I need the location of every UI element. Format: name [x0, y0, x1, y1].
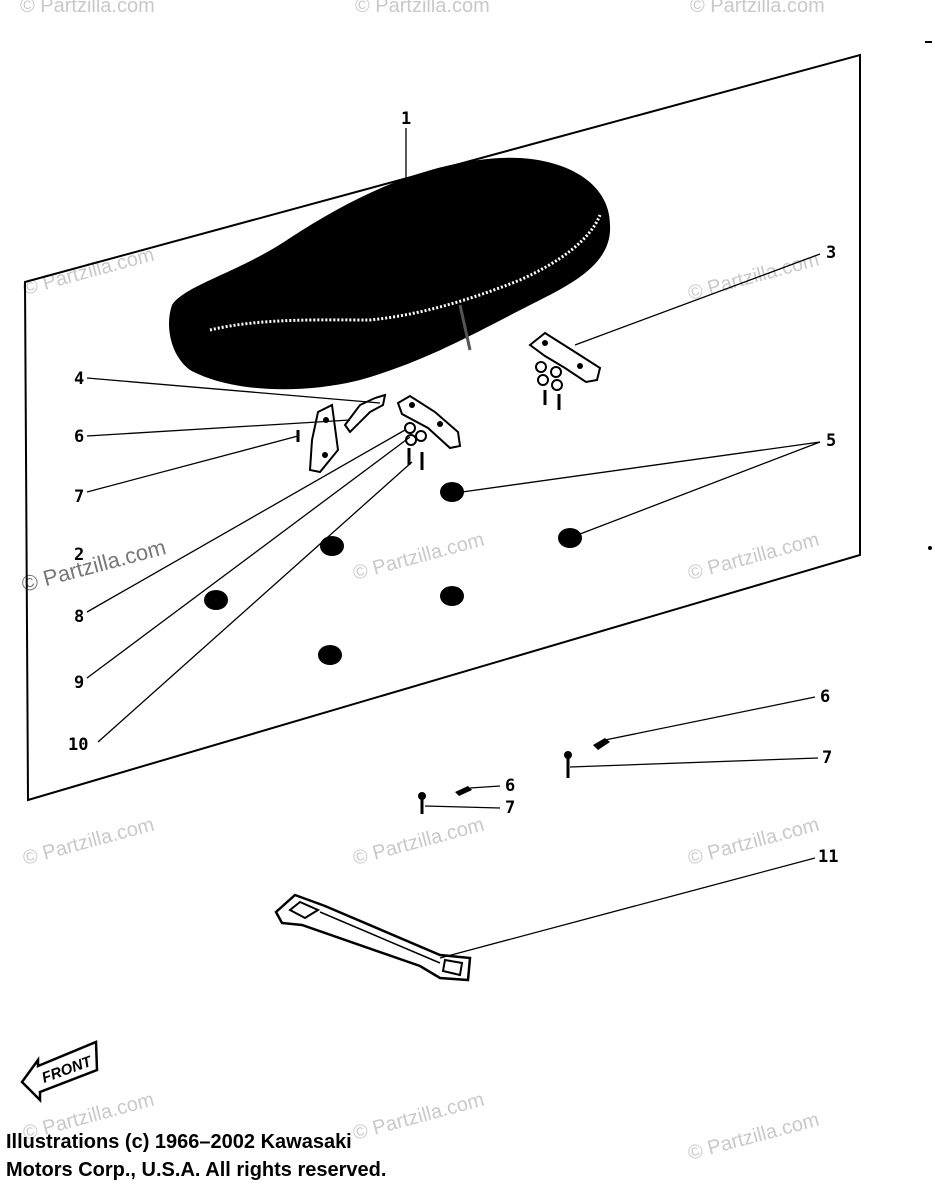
copyright-line-1: Illustrations (c) 1966–2002 Kawasaki — [6, 1131, 352, 1153]
callout-6-lower: 6 — [820, 687, 830, 707]
loose-fasteners — [418, 738, 610, 814]
callout-10: 10 — [68, 735, 88, 755]
callout-5: 5 — [826, 431, 836, 451]
callout-labels: 1 3 4 6 5 7 2 8 9 10 6 7 6 7 11 — [68, 109, 838, 867]
watermark: © Partzilla.com — [21, 814, 157, 870]
callout-2: 2 — [74, 545, 84, 565]
watermark: © Partzilla.com — [686, 529, 822, 585]
callout-9: 9 — [74, 673, 84, 693]
callout-6-middle: 6 — [505, 776, 515, 796]
callout-4: 4 — [74, 369, 84, 389]
watermark: © Partzilla.com — [690, 0, 825, 17]
watermark-dark: © Partzilla.com — [19, 534, 169, 597]
front-hinge-bracket — [396, 394, 462, 470]
rubber-dampers — [204, 482, 582, 665]
seat-catch — [296, 393, 387, 474]
edge-mark — [928, 546, 932, 550]
leader-lines — [86, 128, 821, 959]
watermark: © Partzilla.com — [351, 529, 487, 585]
callout-1: 1 — [401, 109, 411, 129]
copyright-line-2: Motors Corp., U.S.A. All rights reserved… — [6, 1159, 387, 1181]
copyright-notice: Illustrations (c) 1966–2002 Kawasaki Mot… — [6, 1128, 606, 1184]
rear-hinge-bracket — [528, 331, 602, 410]
assembly-plane — [23, 53, 861, 802]
callout-11: 11 — [818, 847, 838, 867]
callout-7-lower: 7 — [822, 748, 832, 768]
watermark: © Partzilla.com — [355, 0, 490, 17]
watermark: © Partzilla.com — [20, 0, 155, 17]
watermark: © Partzilla.com — [351, 814, 487, 870]
callout-3: 3 — [826, 243, 836, 263]
seat — [169, 157, 611, 390]
callout-6: 6 — [74, 427, 84, 447]
seat-strap — [274, 893, 472, 982]
callout-7-middle: 7 — [505, 798, 515, 818]
watermark: © Partzilla.com — [686, 1109, 822, 1165]
callout-8: 8 — [74, 607, 84, 627]
callout-7: 7 — [74, 487, 84, 507]
front-direction-arrow: FRONT — [20, 1040, 99, 1104]
